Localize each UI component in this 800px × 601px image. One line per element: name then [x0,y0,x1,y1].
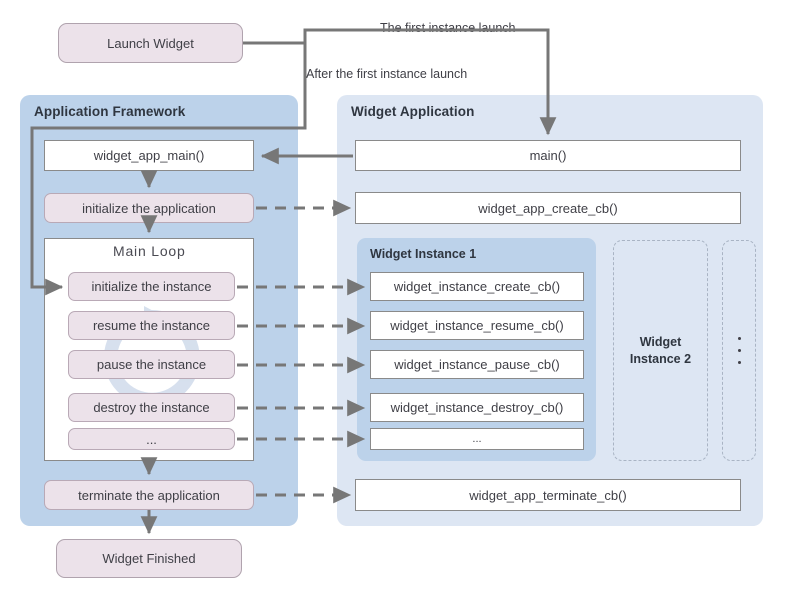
widget-instance-2-line2: Instance 2 [629,351,692,366]
widget-instance-callback-label: widget_instance_resume_cb() [390,318,564,333]
widget-instance-callback[interactable]: widget_instance_create_cb() [370,272,584,301]
widget-instance-callback[interactable]: ... [370,428,584,450]
widget-app-create-cb-label: widget_app_create_cb() [478,200,618,216]
edge-label-first-launch: The first instance launch [380,21,516,35]
launch-widget-label: Launch Widget [107,35,194,51]
widget-app-create-cb-box[interactable]: widget_app_create_cb() [355,192,741,224]
widget-instance-callback[interactable]: widget_instance_destroy_cb() [370,393,584,422]
widget-instance-callback-label: widget_instance_create_cb() [393,279,561,294]
widget-app-terminate-cb-box[interactable]: widget_app_terminate_cb() [355,479,741,511]
main-loop-step[interactable]: ... [68,428,235,450]
widget-instance-callback-label: widget_instance_pause_cb() [394,357,560,372]
widget-instance-1-title: Widget Instance 1 [370,247,477,261]
widget-instance-2-panel[interactable]: Widget Instance 2 [613,240,708,461]
main-loop-step-label: destroy the instance [93,400,210,415]
ellipsis-dot [737,349,741,352]
widget-app-terminate-cb-label: widget_app_terminate_cb() [469,487,627,503]
main-label: main() [529,148,567,163]
widget-instance-callback-label: ... [472,433,482,445]
main-loop-step-label: initialize the instance [91,279,212,294]
main-loop-step-label: pause the instance [96,357,207,372]
main-loop-title: Main Loop [113,243,186,259]
launch-widget-node[interactable]: Launch Widget [58,23,243,63]
initialize-application-box[interactable]: initialize the application [44,193,254,223]
widget-application-title: Widget Application [351,104,475,119]
main-loop-step[interactable]: pause the instance [68,350,235,379]
ellipsis-dot [737,337,741,340]
widget-instance-2-title: Widget Instance 2 [630,334,691,368]
widget-instance-callback[interactable]: widget_instance_pause_cb() [370,350,584,379]
main-loop-step-label: resume the instance [92,318,211,333]
widget-app-main-box[interactable]: widget_app_main() [44,140,254,171]
widget-instance-callback[interactable]: widget_instance_resume_cb() [370,311,584,340]
main-loop-step[interactable]: destroy the instance [68,393,235,422]
edge-label-after-first-launch: After the first instance launch [306,67,468,81]
widget-instance-2-line1: Widget [639,334,682,349]
ellipsis-dot [737,361,741,364]
widget-app-main-label: widget_app_main() [93,148,205,163]
terminate-application-box[interactable]: terminate the application [44,480,254,510]
initialize-application-label: initialize the application [82,200,216,216]
widget-finished-node[interactable]: Widget Finished [56,539,242,578]
terminate-application-label: terminate the application [78,487,220,503]
widget-finished-label: Widget Finished [102,551,196,566]
main-loop-step[interactable]: resume the instance [68,311,235,340]
main-loop-step[interactable]: initialize the instance [68,272,235,301]
application-framework-title: Application Framework [34,104,186,119]
widget-instance-callback-label: widget_instance_destroy_cb() [390,400,564,415]
main-loop-step-label: ... [146,431,157,447]
main-box[interactable]: main() [355,140,741,171]
widget-instance-more-panel[interactable] [722,240,756,461]
